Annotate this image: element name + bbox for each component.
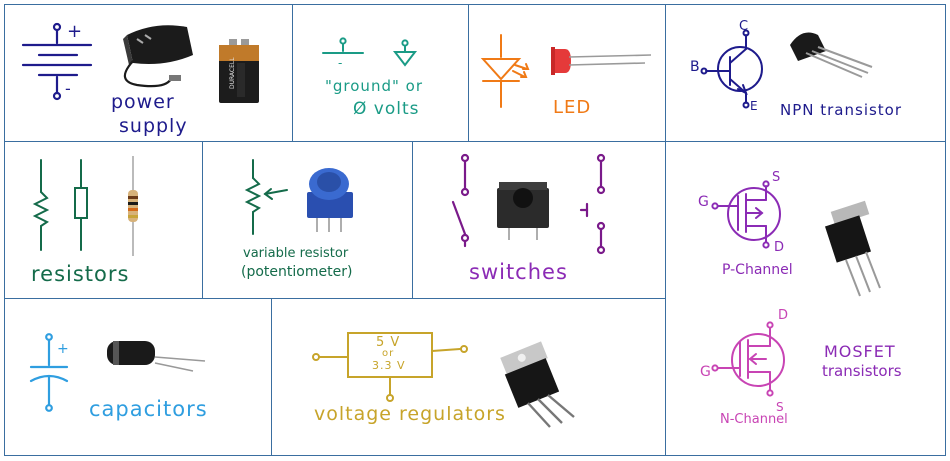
capacitor-symbol <box>29 333 206 412</box>
variable-resistor-label-2: (potentiometer) <box>241 264 353 280</box>
n-channel-pin-d: D <box>778 308 790 323</box>
battery-brand-text: DURACELL <box>229 57 236 89</box>
variable-resistor-label-1: variable resistor <box>243 246 349 261</box>
npn-pin-b: B <box>690 59 701 75</box>
p-channel-label: P-Channel <box>722 262 793 278</box>
cell-power-supply: + - DURACELL power supply <box>4 4 293 142</box>
npn-label: NPN transistor <box>780 101 903 119</box>
resistor-symbols <box>32 156 138 256</box>
battery-image <box>219 39 259 103</box>
npn-transistor-image <box>790 32 873 78</box>
npn-pin-c: C <box>739 19 750 34</box>
switch-symbols <box>451 153 606 255</box>
cell-resistors: resistors <box>4 141 203 299</box>
n-channel-pin-g: G <box>700 364 712 380</box>
potentiometer-image <box>307 168 353 232</box>
capacitor-image <box>107 341 206 372</box>
cell-voltage-regulators: 5 V or 3.3 V voltage regulators <box>271 298 666 456</box>
n-channel-mosfet-symbol <box>711 321 785 397</box>
wall-adapter-image <box>123 25 193 88</box>
p-channel-mosfet-symbol <box>711 180 781 249</box>
voltage-regulator-image <box>500 341 575 428</box>
ground-label-2: Ø volts <box>353 99 420 119</box>
capacitors-label: capacitors <box>89 397 208 421</box>
mosfet-label-2: transistors <box>822 362 902 380</box>
cell-switches: switches <box>412 141 666 299</box>
p-channel-pin-d: D <box>774 240 786 255</box>
voltage-regulators-label: voltage regulators <box>314 403 506 425</box>
ground-symbols <box>322 37 418 67</box>
cell-capacitors: + capacitors <box>4 298 272 456</box>
npn-pin-e: E <box>750 99 759 113</box>
resistor-image <box>128 156 138 256</box>
cell-ground: - "ground" or Ø volts <box>292 4 469 142</box>
switches-label: switches <box>469 260 568 284</box>
n-channel-pin-s: S <box>776 400 785 414</box>
plus-sign: + <box>67 21 84 42</box>
p-channel-pin-s: S <box>772 170 782 185</box>
n-channel-label: N-Channel <box>720 412 788 427</box>
led-label: LED <box>553 97 592 118</box>
cell-variable-resistor: variable resistor (potentiometer) <box>202 141 413 299</box>
p-channel-pin-g: G <box>698 194 710 210</box>
cell-led: LED <box>468 4 666 142</box>
mosfet-label-1: MOSFET <box>824 342 896 361</box>
ground-minus-sign: - <box>338 56 344 70</box>
battery-symbol <box>21 22 93 101</box>
led-image <box>551 47 652 75</box>
power-supply-label-2: supply <box>119 115 188 137</box>
ground-label-1: "ground" or <box>325 77 423 95</box>
potentiometer-symbol <box>244 159 353 235</box>
npn-symbol <box>700 29 763 109</box>
minus-sign: - <box>65 79 72 98</box>
mosfet-image <box>825 200 881 297</box>
led-symbol <box>480 34 530 108</box>
regulator-box-line-3: 3.3 V <box>372 359 406 372</box>
voltage-regulator-symbol <box>312 332 575 428</box>
capacitor-plus-sign: + <box>57 341 70 357</box>
push-button-image <box>497 182 549 240</box>
cell-mosfet-transistors: G S D P-Channel <box>665 141 946 456</box>
power-supply-label-1: power <box>111 91 175 113</box>
regulator-box-line-2: or <box>382 348 395 359</box>
resistors-label: resistors <box>31 262 130 286</box>
cell-npn-transistor: C B E NPN transistor <box>665 4 946 142</box>
regulator-box-line-1: 5 V <box>376 335 401 350</box>
